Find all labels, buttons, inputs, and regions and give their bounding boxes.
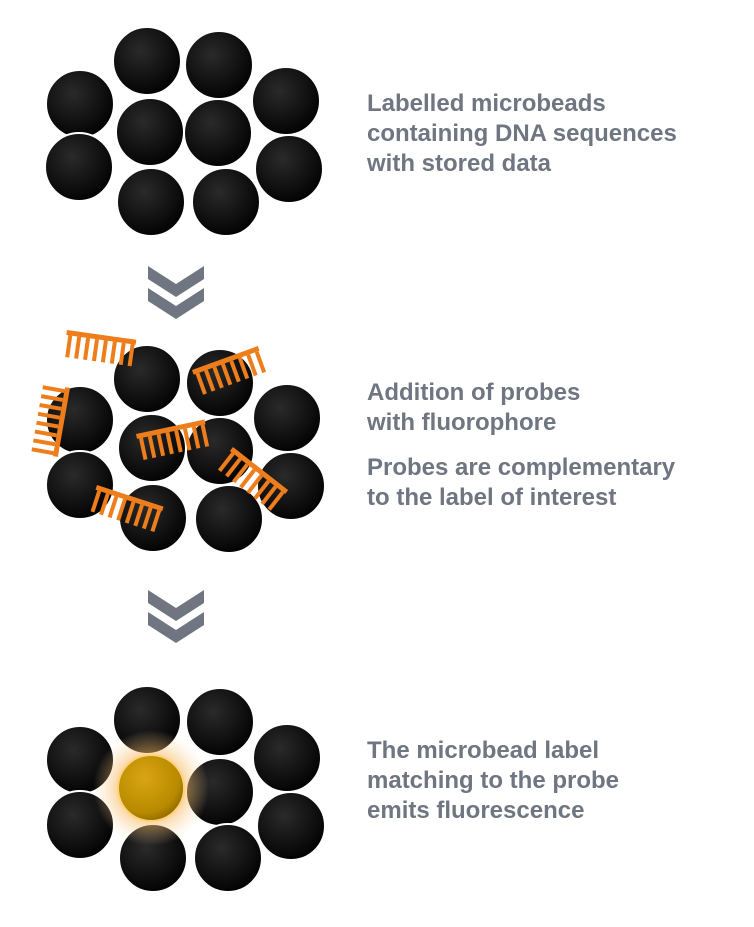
microbead: [116, 167, 186, 237]
caption-line: emits fluorescence: [367, 797, 585, 824]
caption-line: The microbead label: [367, 737, 600, 764]
caption-line: Labelled microbeads: [367, 90, 606, 117]
caption-line: matching to the probe: [367, 767, 619, 794]
microbead: [251, 66, 321, 136]
bead-cluster-stage-3: [45, 685, 326, 893]
stage-1-caption: Labelled microbeads containing DNA seque…: [367, 89, 677, 179]
microbead: [45, 69, 115, 139]
microbead: [256, 791, 326, 861]
bead-cluster-stage-2: [45, 344, 326, 554]
bead-cluster-stage-1: [44, 26, 324, 237]
caption-line: Addition of probes: [367, 379, 581, 406]
stage-3-caption: The microbead label matching to the prob…: [367, 736, 619, 826]
microbead: [44, 132, 114, 202]
stage-2-note: Probes are complementary to the label of…: [367, 453, 675, 513]
microbead: [252, 723, 322, 793]
microbead: [191, 167, 261, 237]
double-chevron-down-icon: [148, 266, 204, 319]
double-chevron-down-icon: [148, 590, 204, 643]
microbead: [193, 823, 263, 893]
microbead: [184, 30, 254, 100]
microbead: [183, 98, 253, 168]
caption-line: with stored data: [367, 150, 552, 177]
microbead: [115, 97, 185, 167]
caption-line: with fluorophore: [367, 409, 557, 436]
caption-line: Probes are complementary: [367, 454, 676, 481]
stage-2-caption: Addition of probes with fluorophore: [367, 378, 580, 438]
microbead: [254, 134, 324, 204]
microbead: [185, 687, 255, 757]
microbead: [252, 383, 322, 453]
microbead: [112, 26, 182, 96]
caption-line: containing DNA sequences: [367, 120, 677, 147]
fluorescent-microbead: [117, 754, 185, 822]
caption-line: to the label of interest: [367, 484, 617, 511]
microbead: [194, 484, 264, 554]
microbead: [185, 416, 255, 486]
